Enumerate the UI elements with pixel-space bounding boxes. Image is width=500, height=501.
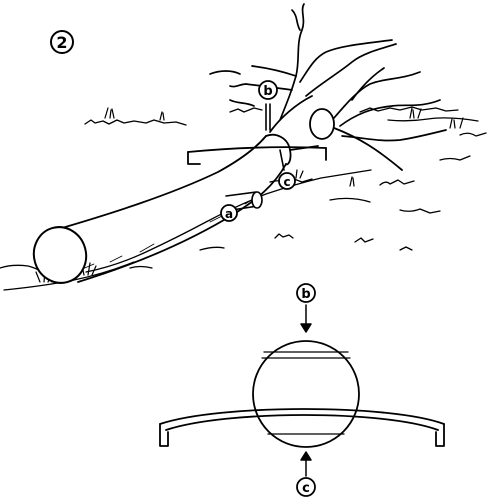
curved-support-bar xyxy=(159,408,445,447)
svg-text:b: b xyxy=(301,287,310,302)
cross-section-line-top xyxy=(261,351,351,359)
step-number: 2 xyxy=(56,33,67,52)
detail-view: b c xyxy=(159,283,445,497)
svg-text:a: a xyxy=(225,207,233,221)
grass-tufts xyxy=(35,107,464,283)
roller xyxy=(225,191,263,211)
log-cross-section xyxy=(252,340,360,448)
fallen-log xyxy=(32,133,292,284)
svg-text:c: c xyxy=(302,481,310,496)
lifting-pole xyxy=(265,103,285,171)
callout-c: c xyxy=(278,172,296,190)
log-shading xyxy=(79,197,256,271)
step-number-badge: 2 xyxy=(50,30,74,54)
detail-arrow-down xyxy=(300,304,312,333)
branch-stub xyxy=(269,95,403,171)
ground-lines xyxy=(0,106,487,291)
svg-text:c: c xyxy=(283,175,290,189)
tree-branches xyxy=(209,3,447,142)
svg-text:b: b xyxy=(263,84,272,99)
detail-marker-c: c xyxy=(296,477,316,497)
detail-arrow-up xyxy=(300,451,312,477)
detail-marker-b: b xyxy=(296,283,316,303)
callout-b: b xyxy=(258,80,278,100)
callout-a: a xyxy=(220,204,238,222)
cross-support-bar xyxy=(187,145,327,165)
